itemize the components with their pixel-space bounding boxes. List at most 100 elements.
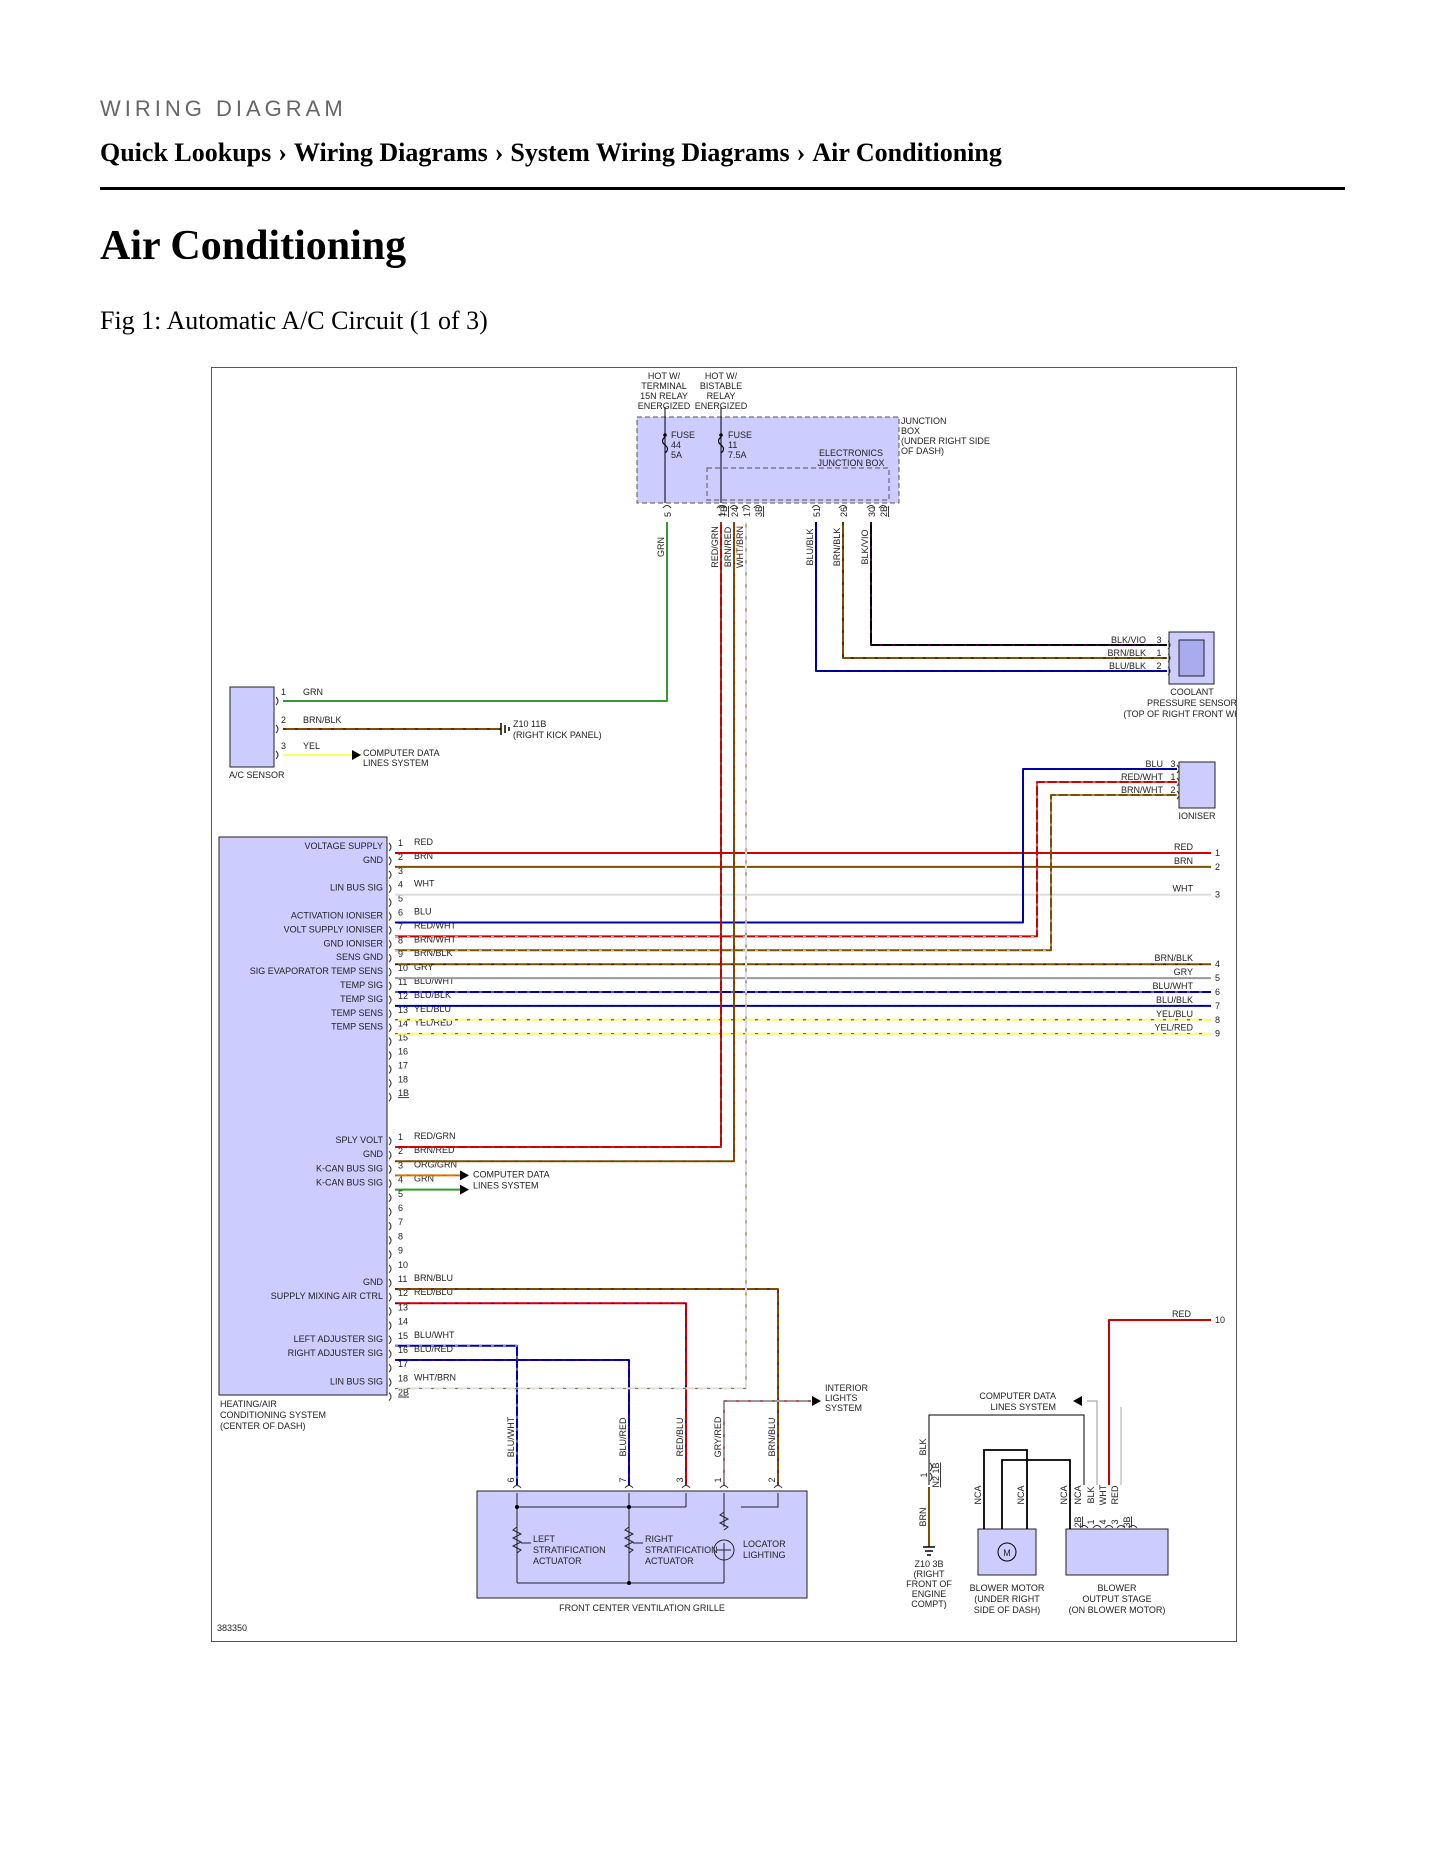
connector-tick: [388, 898, 392, 907]
ac-sensor-wire-label: BRN/BLK: [303, 715, 342, 725]
hvac-c1-pin: 11: [398, 977, 407, 987]
blower-motor-label: BLOWER MOTOR: [970, 1583, 1045, 1593]
right-connection-number: 6: [1215, 987, 1220, 997]
right-connection-number: 5: [1215, 973, 1220, 983]
right-wire-label: YEL/BLU: [1156, 1009, 1193, 1019]
connector-tick: [388, 1335, 392, 1345]
hvac-c1-pin: 8: [398, 935, 403, 945]
hvac-c1-function: TEMP SENS: [331, 1022, 383, 1032]
ground-z10-11b-label: Z10 11B: [513, 719, 546, 729]
connector-tick: [878, 505, 888, 509]
connector-tick: [719, 1485, 729, 1489]
hvac-c2-pin: 8: [398, 1231, 403, 1241]
connector-tick: [1176, 790, 1180, 800]
hvac-c1-pin: 12: [398, 991, 408, 1001]
hvac-c1-function: SENS GND: [336, 952, 384, 962]
blower-ground-wire-label: BRN: [918, 1507, 928, 1526]
motor-icon-letter: M: [1003, 1548, 1011, 1558]
hvac-c2-pin: 2B: [398, 1388, 409, 1398]
coolant-wire-label: BLK/VIO: [1111, 635, 1146, 645]
hvac-c1-pin: 14: [398, 1019, 408, 1029]
ioniser-pin-number: 1: [1170, 772, 1175, 782]
ioniser-wire-label: BLU: [1145, 759, 1163, 769]
connector-tick: [388, 939, 392, 949]
kcan-arrow-icon: [460, 1184, 469, 1195]
coolant-pin-number: 1: [1156, 648, 1161, 658]
hvac-c2-pin: 13: [398, 1302, 408, 1312]
connector-tick: [512, 1485, 522, 1489]
hvac-c1-wire-label: BLU: [414, 907, 432, 917]
hvac-c1-pin: 17: [398, 1060, 408, 1070]
locator-lamp-icon: [713, 1539, 735, 1561]
breadcrumb-quick-lookups[interactable]: Quick Lookups: [100, 138, 272, 167]
hvac-c2-wire-label: WHT/BRN: [414, 1372, 456, 1382]
hvac-c2-pin: 18: [398, 1373, 408, 1383]
hvac-module-label: (CENTER OF DASH): [220, 1421, 306, 1431]
connector-tick: [866, 505, 876, 509]
connector-tick: [929, 1472, 933, 1482]
blower-red-wire-label: RED: [1172, 1309, 1192, 1319]
wire-blu-red: [395, 1359, 630, 1485]
right-connection-number: 3: [1215, 890, 1220, 900]
hvac-c2-pin: 14: [398, 1317, 408, 1327]
blower-ground-wire-label: BLK: [918, 1438, 928, 1455]
connector-tick: [662, 505, 672, 509]
breadcrumb-air-conditioning: Air Conditioning: [812, 138, 1002, 167]
hvac-c2-pin: 17: [398, 1359, 408, 1369]
hvac-module-label: CONDITIONING SYSTEM: [220, 1410, 326, 1420]
connector-tick: [388, 1078, 392, 1088]
ioniser-pin-number: 2: [1170, 785, 1175, 795]
blower-output-stage-label: (ON BLOWER MOTOR): [1069, 1605, 1166, 1615]
junction-pin-26: 26: [839, 507, 849, 517]
ventilation-grille-label: FRONT CENTER VENTILATION GRILLE: [559, 1603, 725, 1613]
junction-pin-3B: 3B: [754, 506, 764, 517]
hvac-c2-pin: 10: [398, 1260, 408, 1270]
connector-tick: [929, 1462, 933, 1472]
hvac-c2-function: K-CAN BUS SIG: [316, 1178, 383, 1188]
breadcrumb-system-wiring-diagrams[interactable]: System Wiring Diagrams: [510, 138, 790, 167]
computer-data-lines-label: LINES SYSTEM: [363, 758, 429, 768]
junction-wire-label: BLK/VIO: [860, 529, 870, 564]
hvac-c1-function: LIN BUS SIG: [330, 883, 383, 893]
connector-tick: [388, 995, 392, 1005]
hvac-c1-wire-label: BLU/BLK: [414, 990, 451, 1000]
hvac-c2-wire-label: BLU/RED: [414, 1344, 454, 1354]
connector-tick: [1176, 777, 1180, 787]
hvac-c2-function: GND: [363, 1277, 384, 1287]
right-connection-number: 4: [1215, 959, 1220, 969]
junction-wire-label: BRN/BLK: [832, 528, 842, 567]
blower-stage-wire-label: RED: [1110, 1485, 1120, 1505]
left-stratification-actuator-label: STRATIFICATION: [533, 1545, 606, 1555]
breadcrumb-wiring-diagrams[interactable]: Wiring Diagrams: [293, 138, 488, 167]
blower-stage-pin: 1: [1086, 1519, 1096, 1524]
right-wire-label: RED: [1174, 842, 1194, 852]
hot-bistable-label: RELAY: [707, 391, 736, 401]
hvac-c2-function: LEFT ADJUSTER SIG: [294, 1334, 383, 1344]
connector-tick: [388, 1292, 392, 1302]
fuse-11-label: 7.5A: [728, 450, 747, 460]
nca-label: NCA: [1016, 1485, 1026, 1504]
connector-tick: [388, 1009, 392, 1019]
connector-tick: [388, 1051, 392, 1060]
hvac-c2-pin: 9: [398, 1246, 403, 1256]
blower-output-stage-label: BLOWER: [1097, 1583, 1137, 1593]
grille-wire-label: BLU/RED: [618, 1417, 628, 1457]
wire-wht-brn-lin-tracer: [395, 522, 747, 1389]
connector-tick: [1104, 1525, 1114, 1529]
connector-tick: [729, 505, 739, 509]
right-stratification-actuator-label: ACTUATOR: [645, 1556, 694, 1566]
hot-bistable-label: HOT W/: [705, 371, 738, 381]
connector-tick: [388, 1349, 392, 1359]
interior-lights-label: SYSTEM: [825, 1403, 862, 1413]
hvac-c2-pin: 4: [398, 1175, 403, 1185]
fuse-44-label: 5A: [671, 450, 682, 460]
junction-dot: [627, 1581, 631, 1585]
connector-tick: [716, 505, 726, 509]
ioniser-pin-number: 3: [1170, 759, 1175, 769]
ground-z10-11b-label: (RIGHT KICK PANEL): [513, 730, 602, 740]
coolant-wire-label: BRN/BLK: [1107, 648, 1146, 658]
connector-tick: [388, 1037, 392, 1046]
interior-lights-arrow-icon: [812, 1396, 821, 1406]
hvac-c2-function: LIN BUS SIG: [330, 1376, 383, 1386]
junction-box-label: JUNCTION: [901, 416, 947, 426]
